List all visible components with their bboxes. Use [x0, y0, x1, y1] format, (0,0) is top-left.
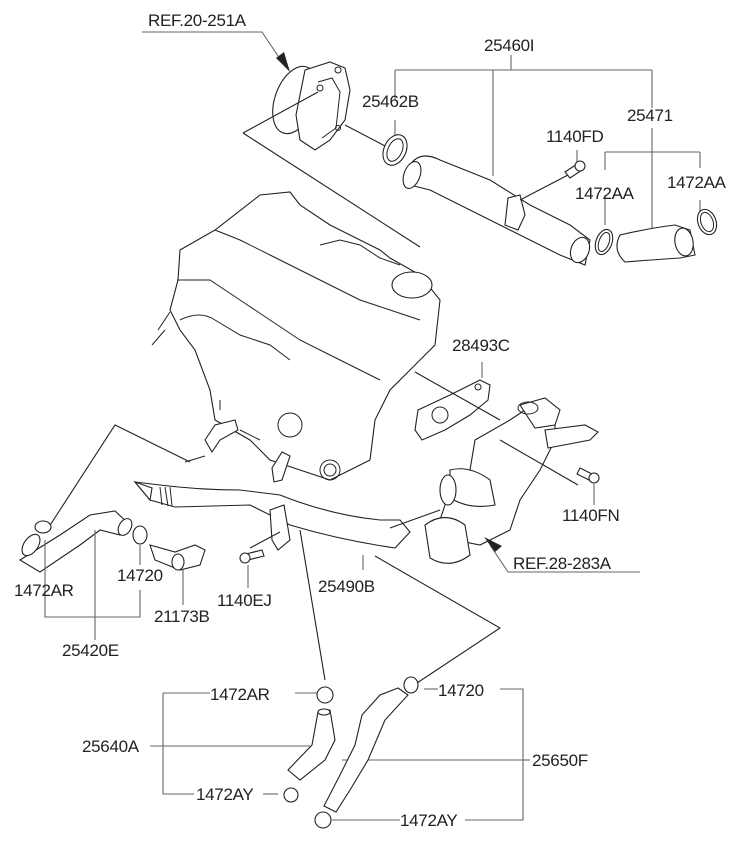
connector-21173B: [149, 544, 206, 605]
part-label-14720-bottom[interactable]: 14720: [438, 681, 484, 700]
part-label-21173B[interactable]: 21173B: [154, 607, 210, 626]
bolt-1140FN: [576, 467, 600, 505]
engine-block: [151, 191, 441, 483]
part-label-1472AR-left[interactable]: 1472AR: [14, 581, 74, 600]
bolt-1140EJ: [239, 549, 265, 588]
ref-turbo-label[interactable]: REF.20-251A: [148, 11, 246, 30]
pipe-25490B: [133, 480, 441, 551]
ref-thermostat-leader: [484, 537, 640, 573]
bottom-leaders: [150, 529, 530, 821]
clamp-1472AR-bottom: [316, 686, 334, 704]
ref-thermostat-label[interactable]: REF.28-283A: [513, 554, 611, 573]
hose-25640A: [287, 708, 336, 781]
part-label-25420E[interactable]: 25420E: [62, 641, 119, 660]
o-ring-25462B: [382, 134, 408, 166]
part-label-25650F[interactable]: 25650F: [532, 751, 588, 770]
clamp-1472AY-right: [314, 811, 332, 829]
turbocharger-part: [242, 61, 421, 248]
clamp-14720-bottom: [403, 676, 419, 694]
clamp-1472AA-a: [594, 228, 614, 256]
part-label-25490B[interactable]: 25490B: [318, 577, 375, 596]
part-label-1140FN[interactable]: 1140FN: [562, 506, 620, 525]
gasket-28493C: [414, 362, 501, 441]
hose-25420E: [18, 424, 191, 573]
part-label-25471[interactable]: 25471: [627, 106, 673, 125]
clamp-14720-left: [132, 525, 148, 545]
part-label-25460I[interactable]: 25460I: [484, 36, 535, 55]
hose-25650F: [323, 687, 409, 813]
hose-25471: [616, 224, 696, 263]
part-label-1140FD[interactable]: 1140FD: [546, 127, 604, 146]
bolt-1140FD: [564, 150, 586, 179]
part-label-1472AA-a[interactable]: 1472AA: [575, 184, 634, 203]
part-label-1140EJ[interactable]: 1140EJ: [217, 591, 272, 610]
part-label-25640A[interactable]: 25640A: [82, 737, 139, 756]
clamp-1472AR-left: [34, 520, 52, 534]
leader-25460I: [394, 55, 653, 232]
part-label-28493C[interactable]: 28493C: [452, 336, 510, 355]
ref-turbo-leader: [142, 31, 290, 72]
clamp-1472AA-b: [696, 208, 718, 236]
part-label-1472AA-b[interactable]: 1472AA: [667, 173, 726, 192]
pipe-upper: [402, 155, 591, 266]
clamp-1472AY-left: [283, 787, 299, 803]
part-label-25462B[interactable]: 25462B: [362, 92, 419, 111]
part-label-1472AY-left[interactable]: 1472AY: [196, 785, 254, 804]
thermostat-housing: [424, 397, 599, 564]
part-label-1472AY-right[interactable]: 1472AY: [400, 811, 458, 830]
part-label-1472AR-bottom[interactable]: 1472AR: [210, 685, 270, 704]
leader-1472AA: [604, 151, 701, 225]
part-label-14720-left[interactable]: 14720: [117, 566, 163, 585]
leader-25420E: [44, 530, 141, 640]
